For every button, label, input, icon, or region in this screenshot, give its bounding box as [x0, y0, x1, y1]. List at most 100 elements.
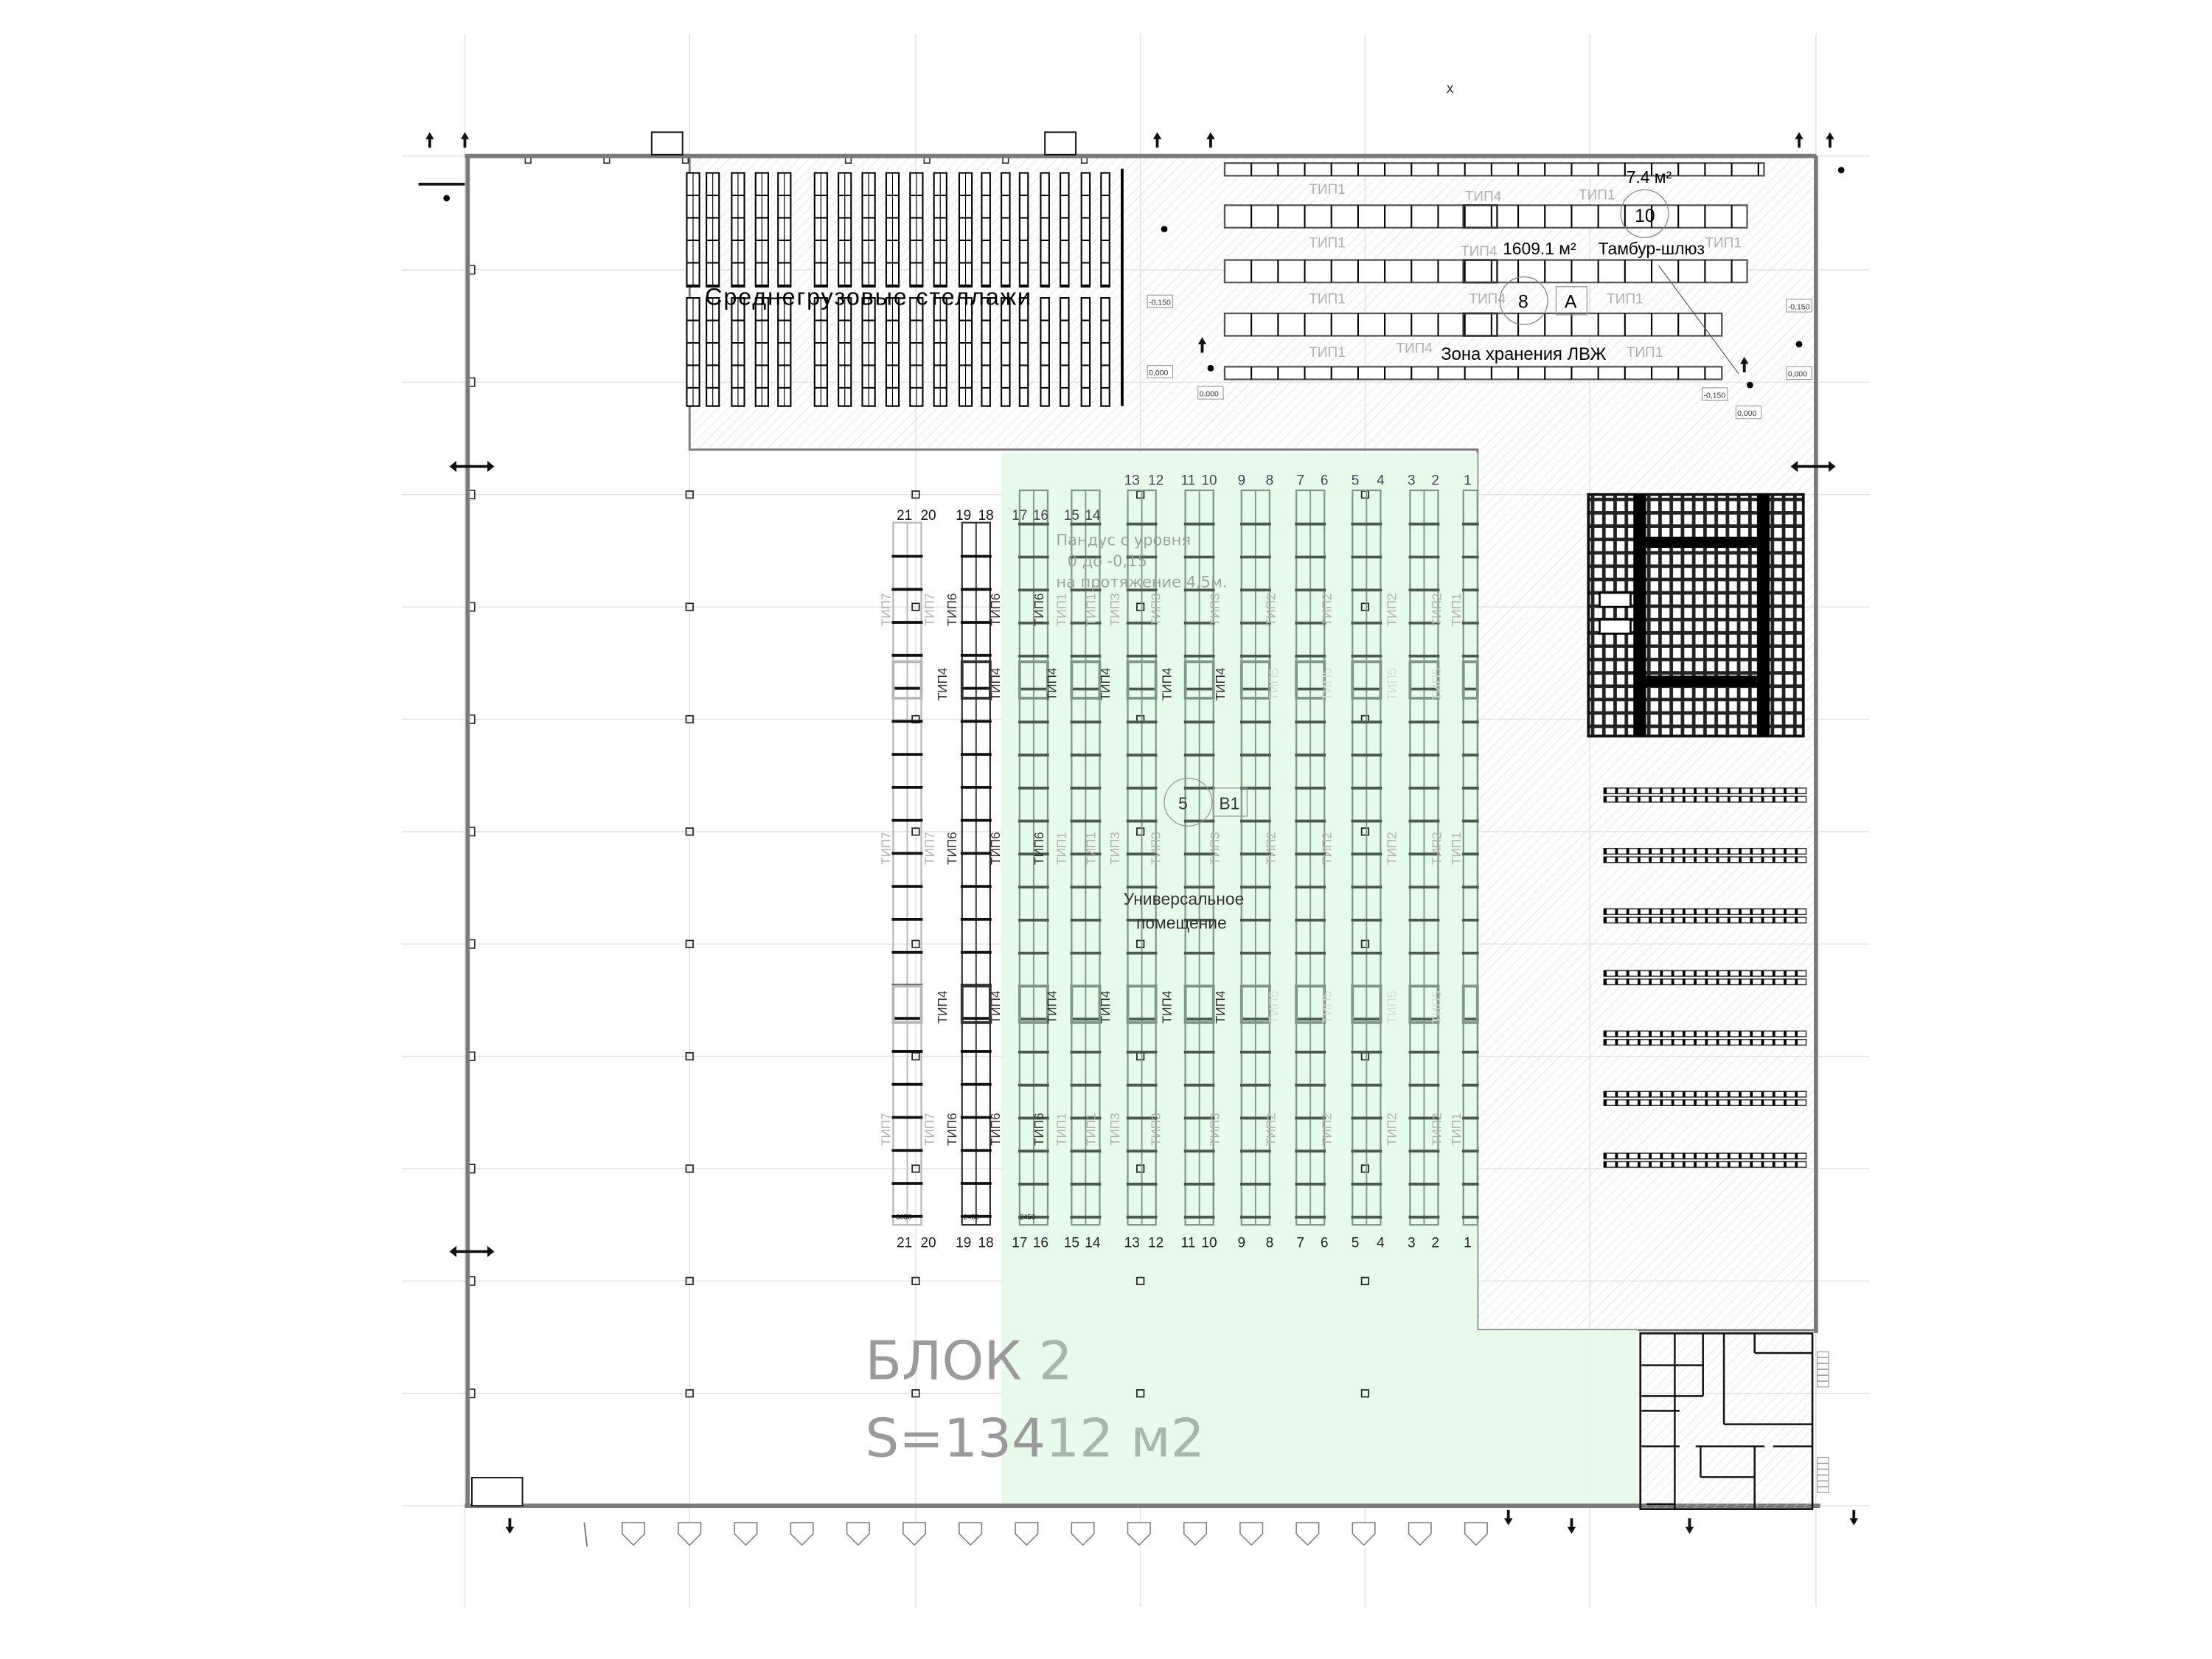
rack-type-label: ТИП4 [1098, 990, 1113, 1023]
type4-section [1408, 984, 1440, 1024]
type4-section [1018, 660, 1049, 700]
dock-door-icon [1015, 1522, 1039, 1546]
rack-type-label: ТИП3 [1207, 832, 1222, 865]
rack-type-label: ТИП2 [1429, 1113, 1444, 1146]
column-marker [685, 939, 694, 948]
rack-type-label: ТИП5 [1384, 991, 1399, 1024]
exit-arrow-icon [505, 1518, 515, 1534]
rack-number-bottom: 8 [1266, 1236, 1274, 1251]
type4-section [1462, 312, 1498, 337]
universal-room-name-line1: Универсальное [1124, 889, 1245, 908]
flammable-room-number-circle [1499, 276, 1548, 325]
rack-type-label: ТИП3 [1107, 594, 1122, 627]
rack-number-top: 10 [1201, 473, 1217, 488]
rack-type-label: ТИП4 [935, 990, 950, 1023]
elevation-mark: 0,000 [1737, 410, 1756, 418]
column-marker [911, 602, 920, 611]
exit-arrow-icon [460, 132, 470, 148]
airlock-name: Тамбур-шлюз [1599, 239, 1705, 258]
exit-arrow-icon [1152, 132, 1162, 148]
rack-type-label: ТИП1 [1449, 832, 1464, 865]
flammable-room-number: 8 [1518, 292, 1528, 312]
elevation-box [1147, 364, 1173, 379]
horizontal-rack [1223, 366, 1723, 380]
rack-type-label: ТИП1 [1449, 1113, 1464, 1146]
dock-door-icon [1408, 1522, 1432, 1546]
type4-section [1070, 984, 1102, 1024]
rack-number-bottom: 1 [1464, 1236, 1472, 1251]
elevation-mark: -0,150 [1149, 299, 1171, 307]
flammable-storage-racks [1223, 162, 1765, 380]
type4-section [891, 660, 923, 700]
rack-type-label: ТИП4 [1213, 990, 1228, 1023]
rack-type-label: ТИП2 [1320, 1113, 1335, 1146]
horizontal-rack [1223, 162, 1765, 177]
flammable-type-label: ТИП1 [1309, 235, 1346, 251]
rack-number-top: 4 [1377, 473, 1385, 488]
rack-number-bottom: 7 [1297, 1236, 1305, 1251]
flammable-type-label: ТИП4 [1461, 244, 1498, 260]
fire-point-icon [1837, 167, 1845, 174]
rack-type-label: ТИП4 [1044, 667, 1059, 700]
rack-type-label: ТИП4 [1098, 667, 1113, 700]
column-marker [1136, 1276, 1145, 1285]
rack-number-top: 21 [897, 508, 912, 524]
rack-type-label: ТИП2 [1384, 594, 1399, 627]
rack-number-top: 11 [1181, 473, 1196, 488]
window-mark [1817, 1380, 1829, 1388]
type4-section [1461, 660, 1479, 700]
type4-section [1126, 984, 1158, 1024]
rack-number-top: 20 [920, 508, 936, 524]
ramp-note-line1: Пандус с уровня [1056, 531, 1191, 549]
flammable-type-label: ТИП1 [1627, 345, 1663, 361]
fire-point-icon [443, 195, 451, 202]
exit-arrow-icon [1795, 132, 1804, 148]
column-marker [911, 1276, 920, 1285]
flammable-type-label: ТИП4 [1396, 341, 1433, 356]
medium-racks-label: Среднегрузовые стеллажи [705, 284, 1031, 310]
type4-section [1351, 660, 1382, 700]
column-marker [911, 1164, 920, 1173]
rack-type-label: ТИП3 [1148, 1113, 1163, 1146]
fire-point-icon [1795, 341, 1803, 348]
rack-type-label: ТИП5 [1320, 991, 1335, 1024]
dock-door-icon [790, 1522, 814, 1546]
elevation-mark: -0,150 [1788, 303, 1810, 311]
column-marker [1136, 827, 1145, 836]
block-2-highlight-zone [1001, 452, 1638, 1506]
column-marker [911, 1389, 920, 1398]
rack-number-top: 14 [1085, 508, 1101, 524]
rack-type-label: ТИП7 [922, 594, 937, 627]
lift-icon [1599, 591, 1632, 608]
dock-door-icon [846, 1522, 870, 1546]
stair-icon [650, 131, 684, 156]
exterior-walls [449, 131, 1836, 1508]
column-marker [1136, 602, 1145, 611]
type4-section [1126, 660, 1158, 700]
mezzanine-aisle [1646, 675, 1757, 687]
rack-type-label: ТИП2 [1320, 832, 1335, 865]
dock-door-icon [902, 1522, 926, 1546]
dock-door-icon [678, 1522, 702, 1546]
elevation-box [1702, 387, 1728, 401]
rack-number-bottom: 20 [920, 1236, 936, 1251]
office-block [1639, 1332, 1829, 1510]
rack-type-label: ТИП2 [1429, 832, 1444, 865]
rack-number-top: 19 [956, 508, 971, 524]
rack-dimension: 3050 [896, 1214, 911, 1222]
rack-number-top: 13 [1124, 473, 1140, 488]
rack-type-label: ТИП3 [1207, 594, 1222, 627]
dock-door-icon [1295, 1522, 1320, 1546]
dock-door-icon [1464, 1522, 1488, 1546]
rack-number-bottom: 2 [1431, 1236, 1439, 1251]
type4-section [1295, 660, 1326, 700]
rack-type-label: ТИП6 [945, 594, 959, 627]
column-marker [911, 490, 920, 499]
medium-rack [1001, 297, 1011, 407]
rack-number-top: 1 [1464, 473, 1472, 488]
rack-type-label: ТИП1 [1449, 594, 1464, 627]
rack-number-top: 2 [1431, 473, 1439, 488]
column-marker [685, 490, 694, 499]
